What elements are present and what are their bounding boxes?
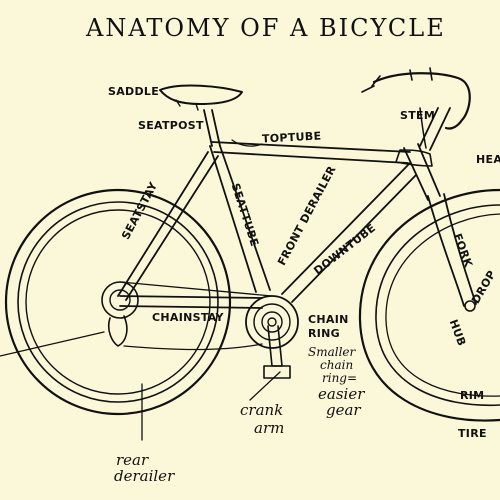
saddle-shape	[159, 84, 243, 105]
front-hub	[464, 300, 476, 312]
rear-tire-outer	[4, 188, 232, 416]
pedal	[263, 365, 291, 379]
note-crank-2: arm	[254, 419, 285, 437]
note-crank-1: crank	[240, 401, 284, 419]
label-chainstay: CHAINSTAY	[152, 311, 224, 324]
handlebar	[372, 72, 471, 130]
brake-lever	[395, 149, 433, 167]
note-smaller-2: chain	[320, 358, 354, 372]
label-saddle: SADDLE	[108, 85, 160, 98]
rear-rim-inner	[25, 209, 211, 395]
rear-wheel	[4, 188, 232, 416]
note-smaller-1: Smaller	[308, 345, 356, 359]
label-stem: STEM	[400, 109, 436, 122]
label-toptube: TOPTUBE	[261, 129, 322, 146]
note-smaller-4: easier	[318, 385, 365, 403]
label-rim: RIM	[460, 389, 485, 402]
rear-rim	[17, 201, 219, 403]
rear-derailer-shape	[107, 315, 128, 347]
chain-bottom	[123, 343, 263, 351]
label-chain-ring-2: RING	[308, 327, 340, 340]
label-chain-ring-1: CHAIN	[308, 313, 349, 326]
front-wheel	[358, 188, 500, 422]
chainring	[245, 295, 299, 349]
label-head: HEA	[476, 153, 500, 166]
frame	[117, 107, 477, 309]
label-seatpost: SEATPOST	[138, 119, 204, 132]
note-rear-2: derailer	[114, 467, 175, 485]
label-tire: TIRE	[458, 427, 487, 440]
front-tire-outer	[358, 188, 500, 422]
front-rim	[375, 204, 500, 407]
rear-cassette	[101, 281, 139, 319]
note-smaller-3: ring=	[322, 371, 358, 385]
front-rim-inner	[385, 213, 500, 397]
leader-lines	[0, 139, 281, 441]
top-tube	[211, 141, 411, 153]
diagram-title: ANATOMY OF A BICYCLE	[86, 14, 446, 42]
chain-top	[119, 281, 273, 297]
note-smaller-5: gear	[326, 401, 361, 419]
note-rear-1: rear	[116, 451, 149, 469]
